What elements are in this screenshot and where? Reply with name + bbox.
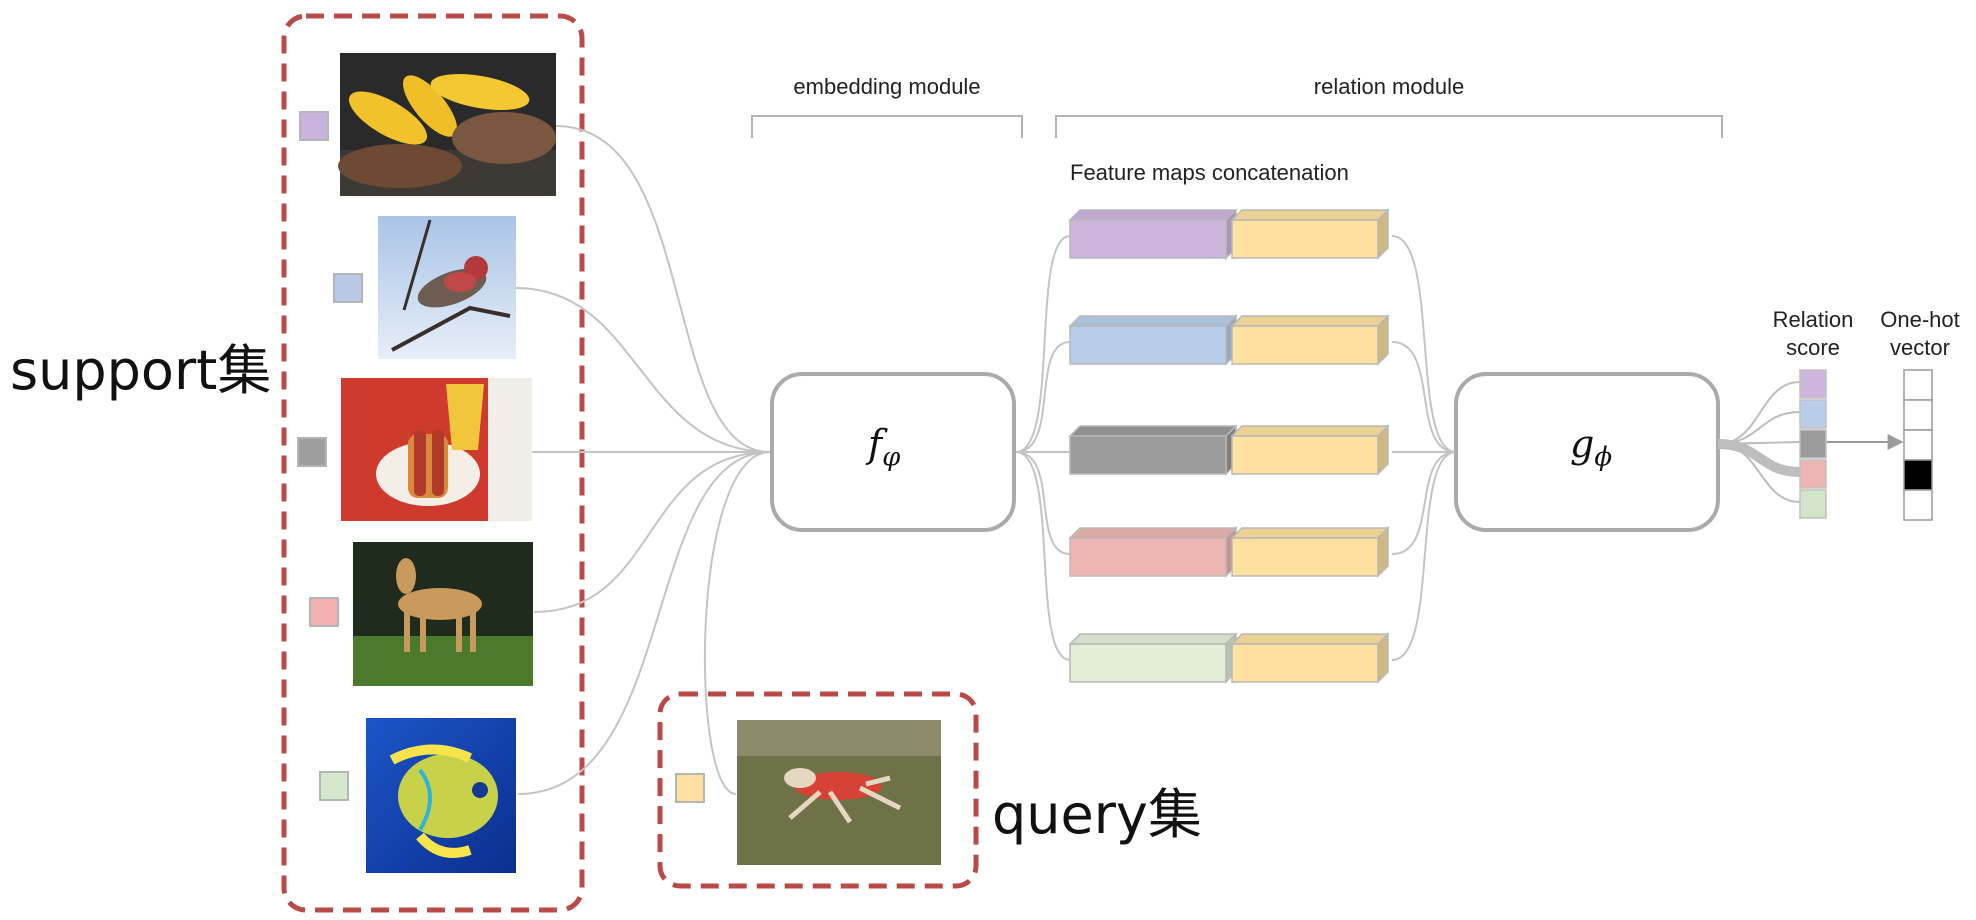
- support-feature-map-4: [1068, 526, 1238, 578]
- support-feature-map-5: [1068, 632, 1238, 684]
- one-hot-cell-5: [1903, 489, 1933, 521]
- relation-module-label: relation module: [1313, 74, 1465, 99]
- running-dog-photo: [737, 720, 941, 865]
- relation-to-score-connectors: [1717, 381, 1801, 503]
- query-set-label: query集: [992, 783, 1202, 846]
- class-label-square-4: [309, 597, 339, 627]
- relation-score-cell-3: [1799, 429, 1827, 459]
- one-hot-cell-1: [1903, 369, 1933, 401]
- class-label-squares: [297, 111, 705, 803]
- query-feature-map-5: [1230, 632, 1390, 684]
- embedding-module-box: [770, 372, 1016, 532]
- relation-function-symbol: gϕ: [1570, 422, 1613, 473]
- angelfish-photo: [366, 718, 516, 873]
- support-feature-map-1: [1068, 208, 1238, 260]
- feature-maps-concatenation-label: Feature maps concatenation: [1070, 160, 1349, 185]
- support-feature-map-3: [1068, 424, 1238, 476]
- query-feature-map-1: [1230, 208, 1390, 260]
- class-label-square-5: [319, 771, 349, 801]
- embedding-module-bracket: [751, 115, 1023, 138]
- support-feature-map-2: [1068, 314, 1238, 366]
- one-hot-vector-column: [1903, 369, 1933, 521]
- one-hot-cell-3: [1903, 429, 1933, 461]
- query-feature-map-4: [1230, 526, 1390, 578]
- features-to-relation-connectors: [1391, 235, 1457, 661]
- one-hot-cell-4: [1903, 459, 1933, 491]
- one-hot-cell-2: [1903, 399, 1933, 431]
- embedding-to-features-connectors: [1015, 235, 1071, 661]
- embedding-function-symbol: fφ: [868, 422, 901, 473]
- embedding-module-label: embedding module: [793, 74, 981, 99]
- class-label-square-1: [299, 111, 329, 141]
- class-label-square-2: [333, 273, 363, 303]
- image-to-embedding-connectors: [515, 125, 771, 795]
- query-feature-map-2: [1230, 314, 1390, 366]
- relation-score-label: Relation score: [1772, 307, 1854, 360]
- bird-on-branch-photo: [378, 216, 516, 359]
- grilled-corn-and-steak-photo: [338, 53, 556, 196]
- relation-score-cell-4: [1799, 459, 1827, 489]
- relation-score-cell-1: [1799, 369, 1827, 399]
- query-label-square: [675, 773, 705, 803]
- relation-score-cell-2: [1799, 399, 1827, 429]
- relation-score-column: [1799, 369, 1827, 519]
- relation-score-cell-5: [1799, 489, 1827, 519]
- query-set-border: [657, 691, 979, 889]
- support-set-border: [281, 13, 585, 913]
- relation-module-box: [1454, 372, 1720, 532]
- support-set-label: support集: [10, 339, 272, 402]
- query-feature-map-3: [1230, 424, 1390, 476]
- standing-dog-photo: [353, 542, 533, 686]
- class-label-square-3: [297, 437, 327, 467]
- relation-module-bracket: [1055, 115, 1723, 138]
- one-hot-vector-label: One-hot vector: [1880, 307, 1960, 360]
- feature-maps-group: [1068, 208, 1390, 684]
- hotdog-meal-photo: [341, 378, 532, 521]
